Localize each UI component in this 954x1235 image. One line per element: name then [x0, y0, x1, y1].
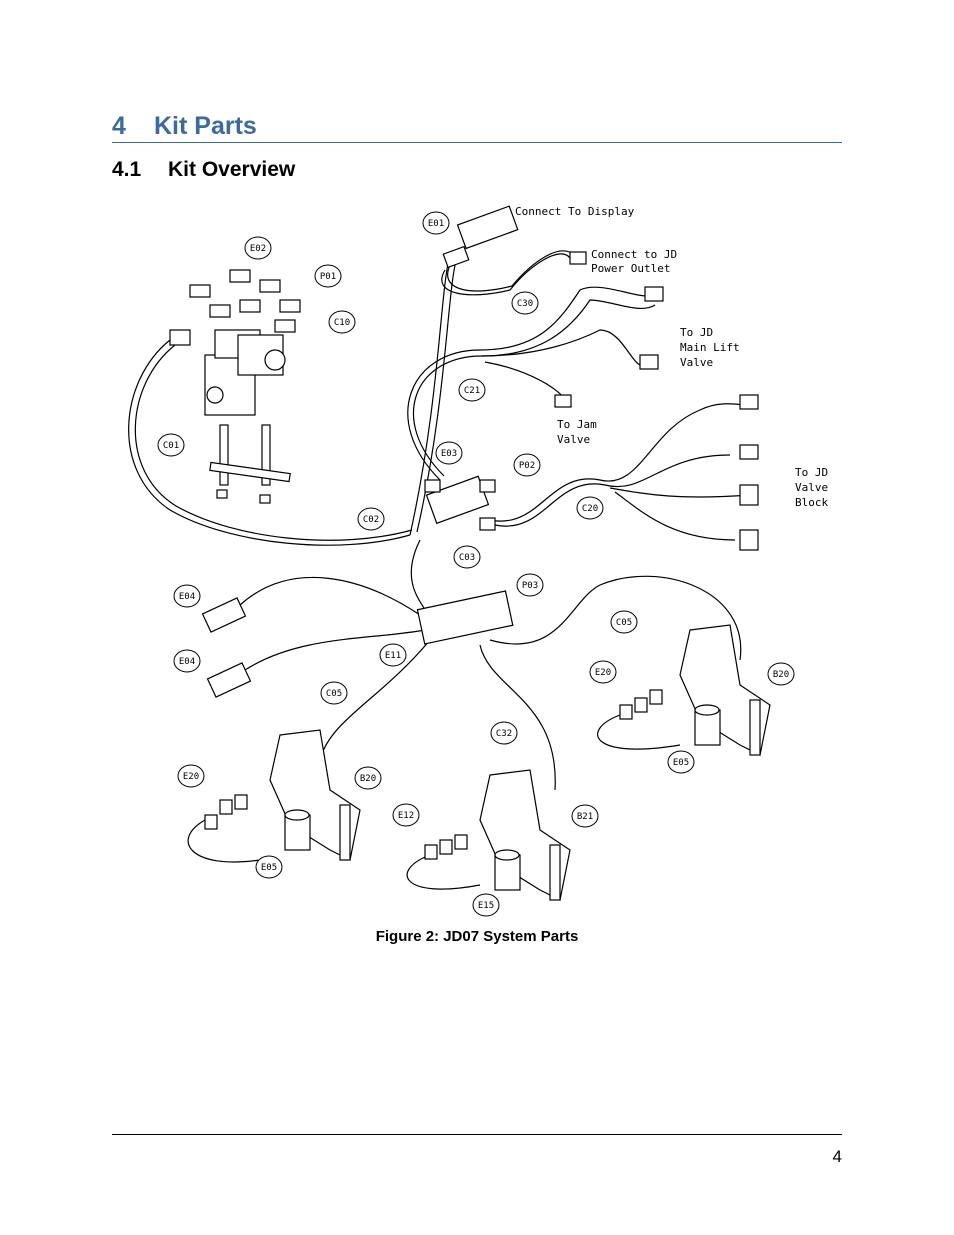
bracket-assembly-center: [424, 769, 571, 901]
cable-c21: [407, 286, 651, 481]
label-valve-block-line-1: To JD: [795, 466, 828, 479]
section-heading: 4 Kit Parts: [112, 110, 842, 143]
callout-e02: E02: [250, 244, 266, 254]
cable-c03: [410, 539, 426, 611]
footer-divider: [112, 1134, 842, 1135]
sensor-e04a: [201, 597, 247, 633]
label-main-lift-line-1: To JD: [680, 326, 713, 339]
callout-c20: C20: [582, 504, 598, 514]
label-jam-line-1: To Jam: [557, 418, 597, 431]
callout-c30: C30: [517, 299, 533, 309]
subsection-title: Kit Overview: [168, 158, 296, 181]
callout-e15: E15: [478, 901, 494, 911]
callout-b20b: B20: [360, 774, 376, 784]
harness-hub: [416, 590, 514, 645]
section-number: 4: [112, 112, 126, 140]
cable-e12: [406, 854, 481, 890]
cable-c04a: [239, 576, 421, 616]
callout-p01: P01: [320, 272, 336, 282]
valve-block: [169, 269, 301, 504]
callout-b20a: B20: [773, 670, 789, 680]
callout-c21: C21: [464, 386, 480, 396]
bracket-assembly-left: [204, 729, 361, 861]
figure-caption: Figure 2: JD07 System Parts: [375, 928, 579, 945]
callout-c10: C10: [334, 318, 350, 328]
label-valve-block-line-3: Block: [795, 496, 828, 509]
callout-p03: P03: [522, 581, 538, 591]
cable-c02: [409, 254, 451, 536]
callout-p02: P02: [519, 461, 535, 471]
subsection-heading: 4.1 Kit Overview: [112, 156, 295, 184]
callout-e05a: E05: [673, 758, 689, 768]
cable-c05a: [319, 639, 431, 761]
label-jam-line-2: Valve: [557, 433, 590, 446]
label-valve-block-line-2: Valve: [795, 481, 828, 494]
callout-e01: E01: [428, 219, 444, 229]
callout-e12: E12: [398, 811, 414, 821]
cable-c05b: [489, 575, 742, 661]
cable-c01: [128, 339, 411, 546]
callout-e04b: E04: [179, 657, 195, 667]
cable-c32: [479, 644, 556, 791]
callout-e20b: E20: [183, 772, 199, 782]
cable-e20a: [187, 819, 261, 863]
cable-e20b: [597, 714, 681, 750]
callout-c05b: C05: [616, 618, 632, 628]
callout-e04a: E04: [179, 592, 195, 602]
system-parts-diagram: E01 E02 P01 C10 C30 C21 C01 E03 P02 C20 …: [128, 205, 828, 917]
section-title: Kit Parts: [154, 112, 257, 140]
callout-b21: B21: [577, 812, 593, 822]
callout-e05b: E05: [261, 863, 277, 873]
callout-e11: E11: [385, 651, 401, 661]
callout-c05a: C05: [326, 689, 342, 699]
label-power-line-2: Power Outlet: [591, 262, 670, 275]
cable-c30: [441, 253, 571, 296]
power-plug: [569, 251, 587, 265]
label-connect-display: Connect To Display: [515, 205, 635, 218]
label-main-lift-line-3: Valve: [680, 356, 713, 369]
display-connector: [456, 205, 519, 250]
bracket-assembly-right: [619, 624, 771, 756]
page-number: 4: [832, 1147, 842, 1166]
callout-c03: C03: [459, 553, 475, 563]
cable-c04b: [244, 629, 426, 671]
callout-e03: E03: [441, 449, 457, 459]
label-power-line-1: Connect to JD: [591, 248, 677, 261]
callout-e20a: E20: [595, 668, 611, 678]
label-main-lift-line-2: Main Lift: [680, 341, 740, 354]
callout-c32: C32: [496, 729, 512, 739]
callout-c02: C02: [363, 515, 379, 525]
callout-c01: C01: [163, 441, 179, 451]
cable-c20: [489, 403, 746, 522]
subsection-number: 4.1: [112, 158, 142, 181]
sensor-e04b: [206, 662, 252, 698]
